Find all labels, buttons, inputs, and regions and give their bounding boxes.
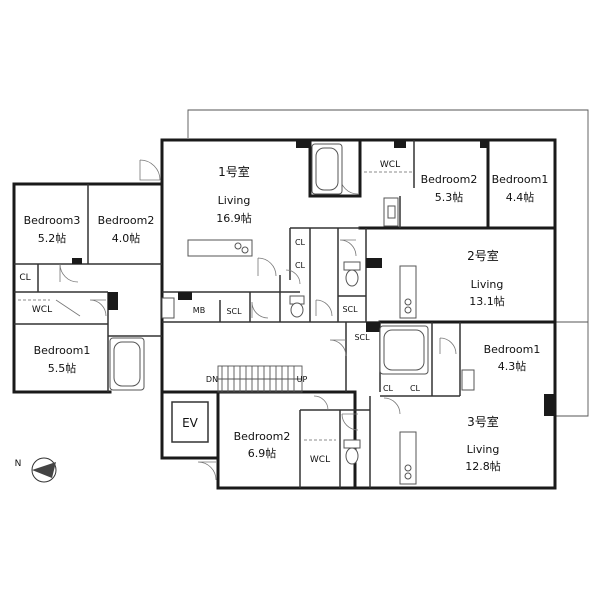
staircase bbox=[217, 365, 303, 393]
unit1-bedroom1-area: 5.5帖 bbox=[48, 362, 77, 375]
cl-label-d: CL bbox=[410, 384, 421, 393]
unit1-name: 1号室 bbox=[218, 164, 250, 179]
interior-walls bbox=[14, 140, 461, 488]
unit2-bedroom1-area: 4.4帖 bbox=[506, 191, 535, 204]
unit3-bedroom1-area: 4.3帖 bbox=[498, 360, 527, 373]
cl-label-a: CL bbox=[295, 238, 306, 247]
mb-label: MB bbox=[193, 306, 205, 315]
unit2-bedroom1-label: Bedroom1 bbox=[492, 173, 549, 186]
compass-north-label: N bbox=[15, 459, 22, 469]
unit2-living-area: 13.1帖 bbox=[469, 295, 505, 308]
stair-up-label: UP bbox=[297, 375, 308, 384]
doors bbox=[55, 159, 457, 481]
unit3-living-area: 12.8帖 bbox=[465, 460, 501, 473]
scl-label-c: SCL bbox=[354, 333, 370, 342]
cl-label-c: CL bbox=[383, 384, 394, 393]
fixtures bbox=[109, 143, 475, 485]
unit3-bedroom2-label: Bedroom2 bbox=[234, 430, 291, 443]
unit3-wcl-label: WCL bbox=[310, 455, 330, 465]
scl-label-a: SCL bbox=[226, 307, 242, 316]
compass bbox=[31, 457, 57, 483]
unit2-wcl-label: WCL bbox=[380, 160, 400, 170]
unit1-cl-label: CL bbox=[19, 273, 30, 283]
unit1-bedroom2-area: 4.0帖 bbox=[112, 232, 141, 245]
unit3-name: 3号室 bbox=[467, 414, 499, 429]
stair-dn-label: DN bbox=[206, 375, 218, 384]
ev-label: EV bbox=[182, 416, 199, 430]
unit2-bedroom2-label: Bedroom2 bbox=[421, 173, 478, 186]
unit1-bedroom1-label: Bedroom1 bbox=[34, 344, 91, 357]
scl-label-b: SCL bbox=[342, 305, 358, 314]
unit1-living-area: 16.9帖 bbox=[216, 212, 252, 225]
unit2-living-label: Living bbox=[471, 278, 504, 291]
unit3-living-label: Living bbox=[467, 443, 500, 456]
unit1-bedroom2-label: Bedroom2 bbox=[98, 214, 155, 227]
elevator-box bbox=[171, 401, 209, 443]
unit1-living-label: Living bbox=[218, 194, 251, 207]
unit2-bedroom2-area: 5.3帖 bbox=[435, 191, 464, 204]
unit3-bedroom2-area: 6.9帖 bbox=[248, 447, 277, 460]
unit1-wcl-label: WCL bbox=[32, 305, 52, 315]
closet-dashes bbox=[18, 171, 412, 441]
balcony-outline bbox=[187, 109, 589, 417]
cl-label-b: CL bbox=[295, 261, 306, 270]
unit3-bedroom1-label: Bedroom1 bbox=[484, 343, 541, 356]
unit2-name: 2号室 bbox=[467, 248, 499, 263]
unit1-bedroom3-label: Bedroom3 bbox=[24, 214, 81, 227]
pillars bbox=[72, 140, 555, 416]
unit1-bedroom3-area: 5.2帖 bbox=[38, 232, 67, 245]
